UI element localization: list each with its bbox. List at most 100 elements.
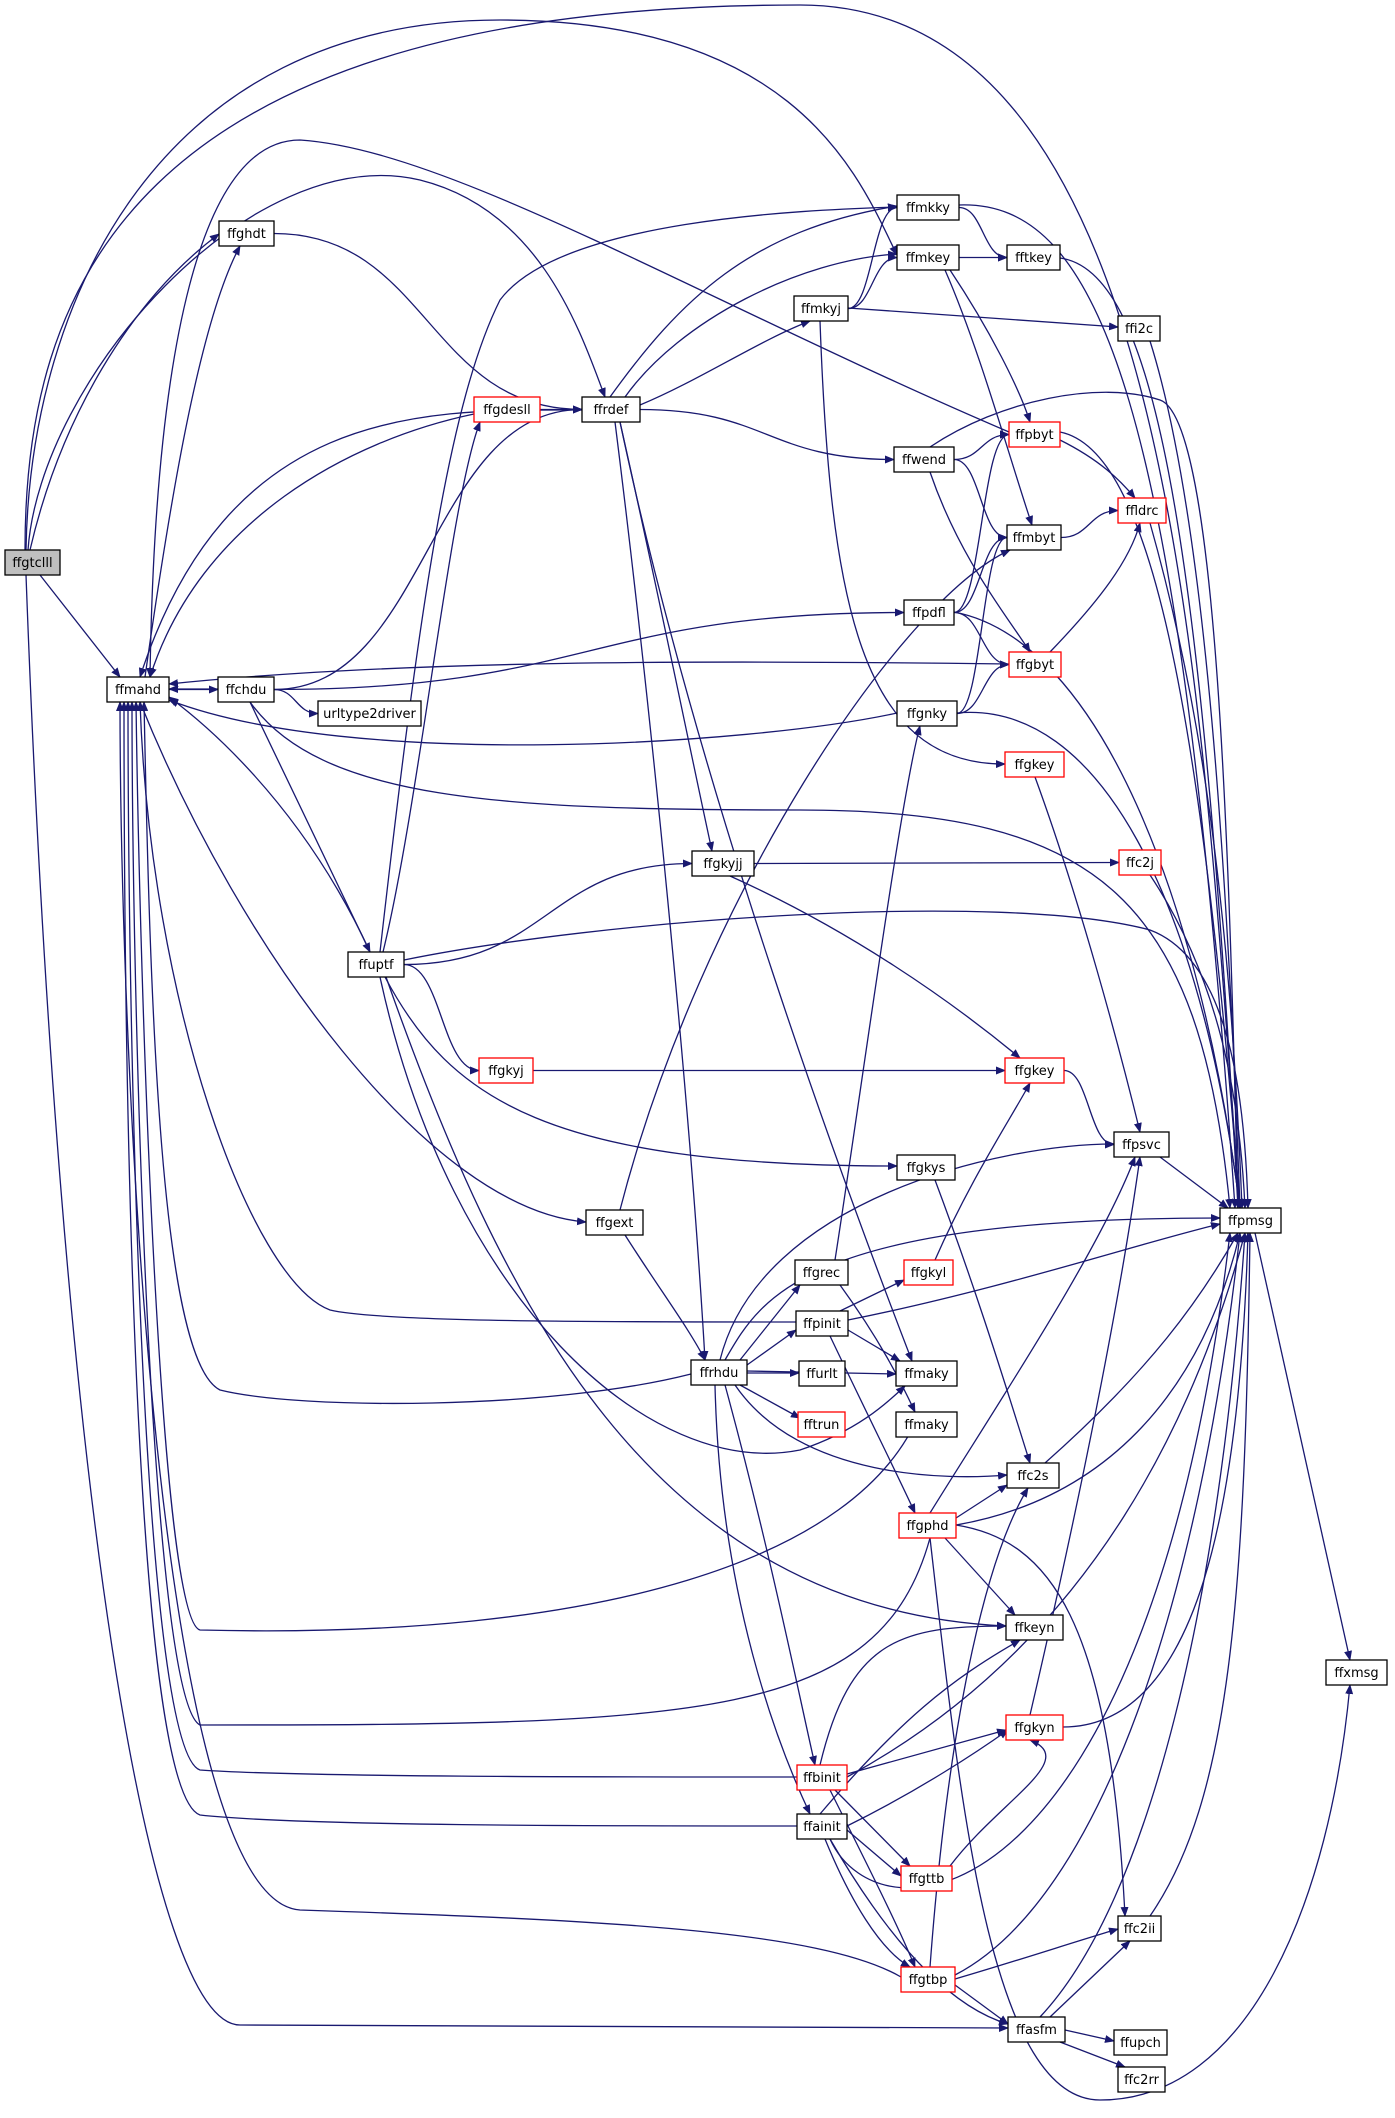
node-box-fftkey[interactable] [1006,244,1061,271]
node-box-ffxmsg[interactable] [1325,1659,1388,1686]
node-ffgkys[interactable]: ffgkys [896,1154,956,1181]
node-box-ffurlt[interactable] [798,1360,846,1387]
node-box-ffgttb[interactable] [900,1865,953,1892]
node-fftkey[interactable]: fftkey [1006,244,1061,271]
node-ffasfm[interactable]: ffasfm [1007,2016,1066,2043]
node-ffuptf[interactable]: ffuptf [347,951,405,978]
node-ffgkyjj[interactable]: ffgkyjj [691,850,755,877]
node-box-ffpsvc[interactable] [1113,1131,1170,1158]
node-ffxmsg[interactable]: ffxmsg [1325,1659,1388,1686]
node-box-ffgkys[interactable] [896,1154,956,1181]
node-ffrhdu[interactable]: ffrhdu [690,1359,748,1386]
node-box-ffrdef[interactable] [581,396,641,423]
node-box-ffmkey[interactable] [896,244,960,271]
node-ffgkyj_red[interactable]: ffgkyj [478,1057,534,1084]
node-box-ffmkyj[interactable] [793,295,849,322]
node-box-ffmbyt[interactable] [1006,524,1062,551]
node-ffc2j[interactable]: ffc2j [1118,849,1162,876]
node-fftrun[interactable]: fftrun [797,1411,846,1438]
node-box-ffgkyn[interactable] [1005,1714,1064,1741]
node-box-ffchdu[interactable] [217,676,275,703]
node-box-urltype2driver[interactable] [317,700,422,727]
node-ffi2c[interactable]: ffi2c [1117,315,1161,342]
node-ffwend[interactable]: ffwend [893,446,955,473]
node-ffmkky[interactable]: ffmkky [896,194,960,221]
node-box-ffgphd[interactable] [898,1512,957,1539]
node-ffgtbp[interactable]: ffgtbp [900,1966,956,1993]
node-box-ffbinit[interactable] [796,1764,848,1791]
node-ffmaky1[interactable]: ffmaky [895,1360,958,1387]
node-ffrdef[interactable]: ffrdef [581,396,641,423]
node-box-ffc2j[interactable] [1118,849,1162,876]
node-box-ffgkey1[interactable] [1004,1057,1065,1084]
node-ffpsvc[interactable]: ffpsvc [1113,1131,1170,1158]
node-ffgkyn[interactable]: ffgkyn [1005,1714,1064,1741]
node-box-ffldrc[interactable] [1117,497,1167,524]
node-box-ffkeyn[interactable] [1005,1614,1064,1641]
node-box-ffupch[interactable] [1113,2029,1168,2056]
node-box-ffghdt[interactable] [218,220,275,247]
node-ffgphd[interactable]: ffgphd [898,1512,957,1539]
node-box-ffc2rr[interactable] [1117,2066,1166,2093]
node-ffgttb[interactable]: ffgttb [900,1865,953,1892]
node-ffc2rr[interactable]: ffc2rr [1117,2066,1166,2093]
node-ffmaky2[interactable]: ffmaky [895,1411,958,1438]
node-ffainit[interactable]: ffainit [796,1813,848,1840]
node-box-ffpdfl[interactable] [903,599,955,626]
node-box-ffgkyjj[interactable] [691,850,755,877]
node-box-ffgkyl[interactable] [903,1259,954,1286]
node-ffgnky[interactable]: ffgnky [896,700,958,727]
node-ffldrc[interactable]: ffldrc [1117,497,1167,524]
node-box-ffgtbp[interactable] [900,1966,956,1993]
node-box-ffgnky[interactable] [896,700,958,727]
node-ffbinit[interactable]: ffbinit [796,1764,848,1791]
node-box-ffgkyj_red[interactable] [478,1057,534,1084]
node-ffmkyj[interactable]: ffmkyj [793,295,849,322]
node-ffgkey1[interactable]: ffgkey [1004,1057,1065,1084]
node-ffgkey2[interactable]: ffgkey [1004,751,1065,778]
node-ffmahd[interactable]: ffmahd [106,676,170,703]
node-box-ffpinit[interactable] [795,1310,849,1337]
node-box-ffgrec[interactable] [794,1259,849,1286]
node-ffghdt[interactable]: ffghdt [218,220,275,247]
node-box-ffrhdu[interactable] [690,1359,748,1386]
node-ffpdfl[interactable]: ffpdfl [903,599,955,626]
node-ffc2ii[interactable]: ffc2ii [1117,1915,1162,1942]
node-box-ffmahd[interactable] [106,676,170,703]
node-box-ffasfm[interactable] [1007,2016,1066,2043]
node-urltype2driver[interactable]: urltype2driver [317,700,422,727]
node-ffpbyt[interactable]: ffpbyt [1008,421,1061,448]
node-ffgdesll[interactable]: ffgdesll [473,396,541,423]
node-box-ffmaky1[interactable] [895,1360,958,1387]
node-box-ffuptf[interactable] [347,951,405,978]
node-box-ffgbyt[interactable] [1008,651,1062,678]
node-ffgbyt[interactable]: ffgbyt [1008,651,1062,678]
node-box-ffc2ii[interactable] [1117,1915,1162,1942]
node-box-ffmaky2[interactable] [895,1411,958,1438]
node-ffgtclll[interactable]: ffgtclll [4,549,61,576]
node-box-ffwend[interactable] [893,446,955,473]
node-ffmbyt[interactable]: ffmbyt [1006,524,1062,551]
node-box-ffc2s[interactable] [1006,1462,1060,1489]
node-ffgkyl[interactable]: ffgkyl [903,1259,954,1286]
node-ffpmsg[interactable]: ffpmsg [1219,1207,1282,1234]
node-box-ffgtclll[interactable] [4,549,61,576]
node-box-ffi2c[interactable] [1117,315,1161,342]
node-ffgrec[interactable]: ffgrec [794,1259,849,1286]
node-ffmkey[interactable]: ffmkey [896,244,960,271]
node-box-ffgkey2[interactable] [1004,751,1065,778]
node-ffurlt[interactable]: ffurlt [798,1360,846,1387]
node-box-ffmkky[interactable] [896,194,960,221]
node-box-fftrun[interactable] [797,1411,846,1438]
node-ffgext[interactable]: ffgext [585,1209,644,1236]
node-box-ffgext[interactable] [585,1209,644,1236]
node-ffchdu[interactable]: ffchdu [217,676,275,703]
node-ffc2s[interactable]: ffc2s [1006,1462,1060,1489]
node-box-ffpbyt[interactable] [1008,421,1061,448]
node-box-ffgdesll[interactable] [473,396,541,423]
node-ffpinit[interactable]: ffpinit [795,1310,849,1337]
node-ffkeyn[interactable]: ffkeyn [1005,1614,1064,1641]
node-box-ffpmsg[interactable] [1219,1207,1282,1234]
node-ffupch[interactable]: ffupch [1113,2029,1168,2056]
node-box-ffainit[interactable] [796,1813,848,1840]
